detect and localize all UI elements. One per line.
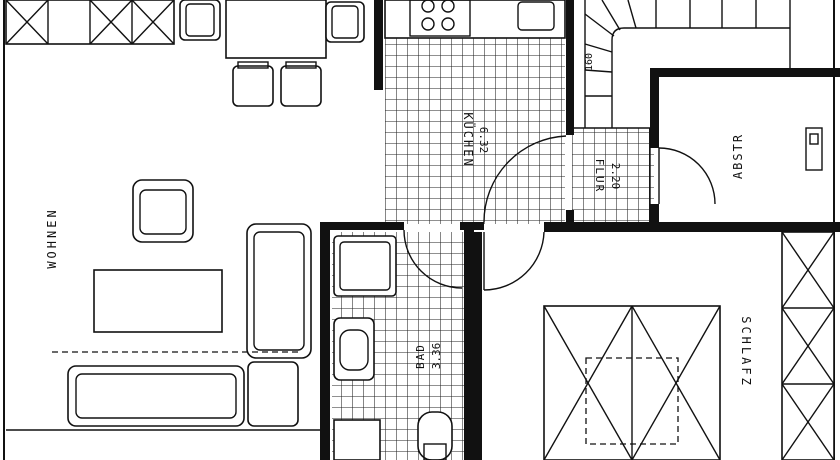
storage-appliance-icon (805, 127, 823, 171)
dining-chair (280, 61, 322, 107)
kitchen-area-label: 6.32 (477, 127, 490, 154)
wall-bedroom-left (474, 232, 482, 460)
wall-bath-top (320, 222, 404, 230)
side-table (247, 361, 299, 427)
wall-bath-left (320, 222, 330, 460)
wall-kitchen-left (374, 0, 383, 90)
wall-kitchen-right-stub (566, 210, 574, 228)
bath-label: BAD (414, 343, 427, 369)
bath-door-swing (403, 229, 463, 289)
washbasin-icon (333, 317, 375, 381)
storage-label: ABSTR (731, 133, 745, 179)
coffee-table (93, 269, 223, 333)
wardrobe (781, 231, 835, 460)
wall-bath-right (464, 222, 474, 460)
staircase (584, 0, 791, 128)
wall-bath-top-right (460, 222, 484, 230)
wall-storage-left-top (650, 68, 659, 148)
kitchen-label: KÜCHEN (461, 112, 477, 167)
living-room-label: WOHNEN (45, 207, 59, 268)
dining-table (225, 0, 327, 59)
dining-chair (325, 1, 365, 43)
bath-cabinet (333, 419, 381, 460)
sink-icon (517, 1, 555, 31)
sofa-right (246, 223, 312, 359)
hall-tiled-floor (572, 128, 654, 224)
kitchen-counter (384, 0, 566, 39)
stove-icon (409, 0, 471, 37)
living-cabinets (5, 0, 175, 45)
hall-label: FLUR (593, 159, 606, 194)
kitchen-tiled-floor (385, 38, 565, 224)
double-bed (543, 305, 721, 460)
storage-door-swing (658, 147, 716, 205)
dining-chair (179, 0, 221, 41)
bath-area-label: 3.36 (430, 343, 443, 370)
kitchen-door-swing (483, 135, 567, 223)
hall-area-label: 2.20 (609, 163, 622, 190)
wall-kitchen-right (566, 0, 574, 135)
bathtub-icon (333, 235, 397, 297)
armchair (132, 179, 194, 243)
bed-blanket-outline (585, 357, 679, 445)
wall-bedroom-top (544, 222, 840, 232)
sofa-bottom (67, 365, 245, 427)
bedroom-label: SCHLAFZ (739, 316, 753, 388)
dining-chair (232, 61, 274, 107)
toilet-icon (417, 411, 453, 460)
storage-appliance-knob (809, 133, 819, 145)
bedroom-door-swing (483, 231, 545, 291)
wall-storage-top (650, 68, 840, 77)
wall-storage-left-bottom (650, 204, 659, 228)
stair-width-label: 160 (584, 53, 595, 71)
